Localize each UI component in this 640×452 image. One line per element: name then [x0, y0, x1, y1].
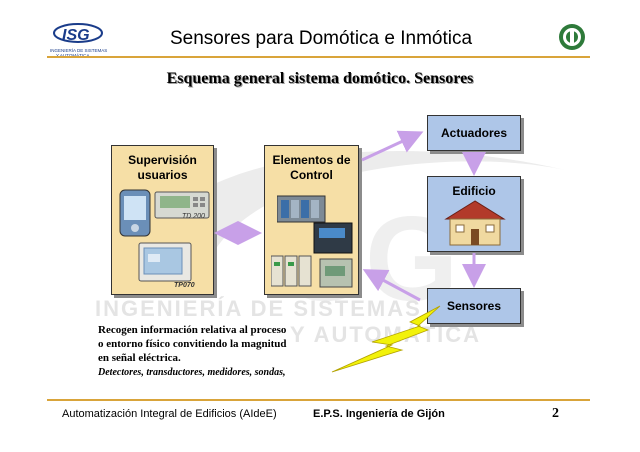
page-number: 2 [552, 406, 559, 422]
description-line-3: en señal eléctrica. [98, 351, 181, 365]
footer-rule [47, 399, 590, 401]
lightning-bolt-icon [332, 306, 440, 372]
sensores-control-arrow [368, 272, 420, 300]
footer-course: Automatización Integral de Edificios (AI… [62, 408, 277, 420]
description-line-1: Recogen información relativa al proceso [98, 323, 286, 337]
description-examples: Detectores, transductores, medidores, so… [98, 366, 286, 380]
footer-school: E.P.S. Ingeniería de Gijón [313, 408, 445, 420]
description-line-2: o entorno físico convitiendo la magnitud [98, 337, 287, 351]
control-actuadores-arrow [362, 134, 418, 160]
